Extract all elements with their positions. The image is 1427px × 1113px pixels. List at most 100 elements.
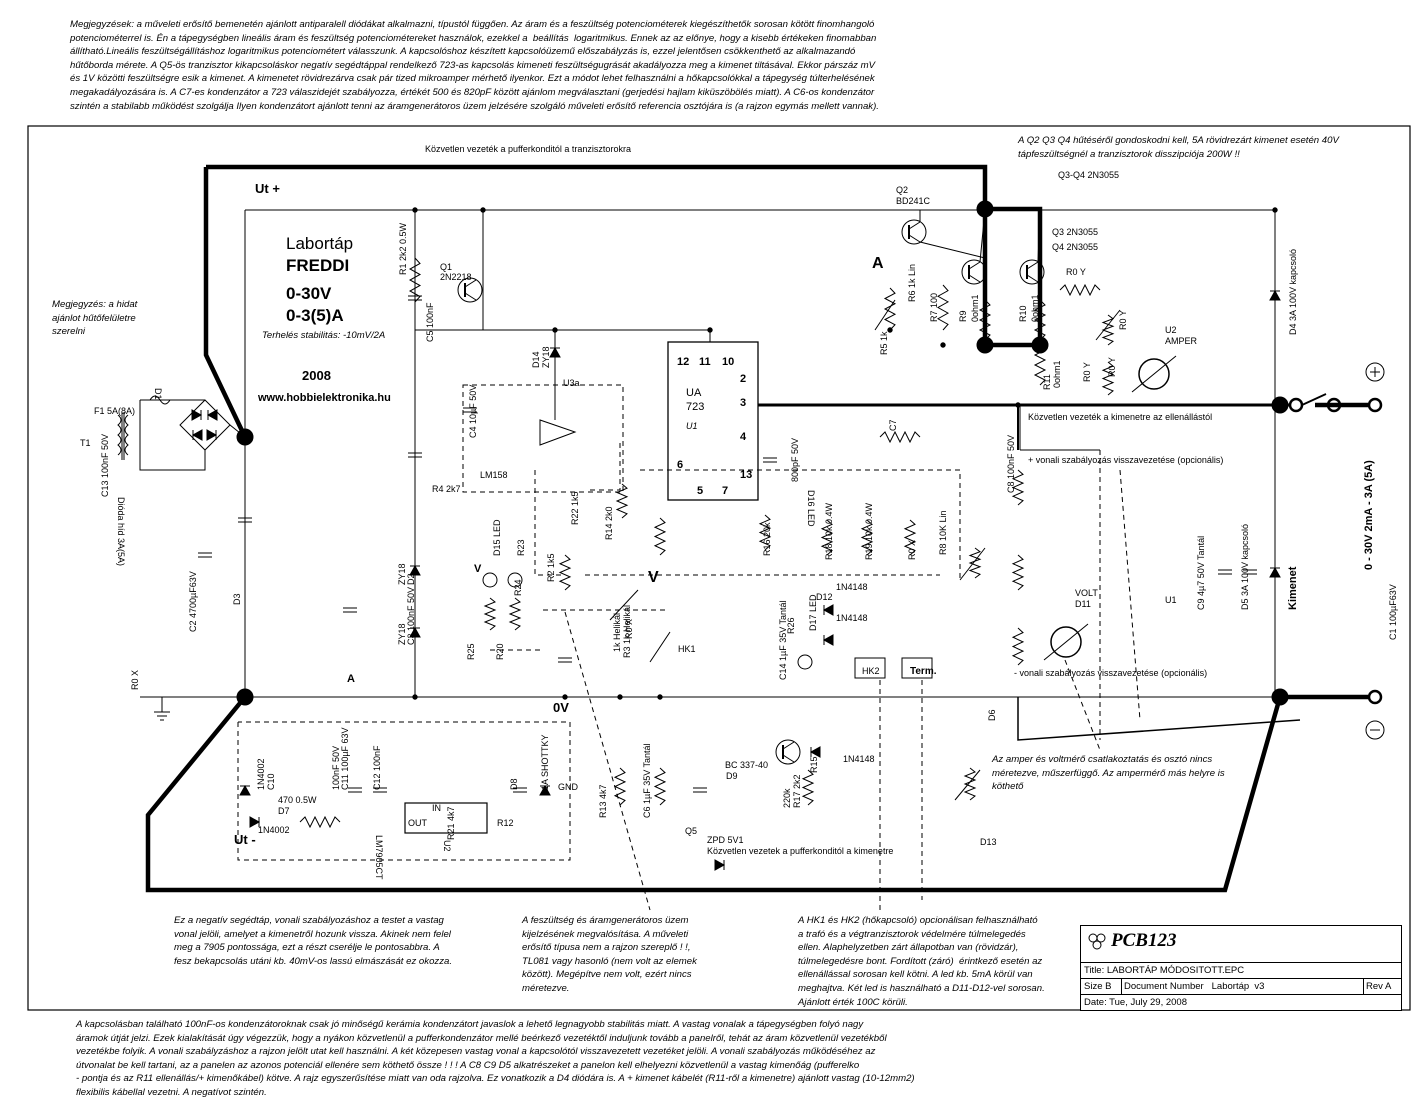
component-label: LM158 — [480, 470, 508, 480]
component-label: 11 — [699, 356, 711, 368]
resistor — [1101, 314, 1115, 346]
junction-dot — [412, 207, 418, 213]
component-label: R21 4k7 — [446, 806, 456, 840]
component-label: D5 3A 100V kapcsoló — [1240, 524, 1250, 610]
diode — [249, 816, 261, 828]
diode — [549, 346, 561, 358]
component-label: R16 20k — [762, 522, 772, 556]
year: 2008 — [302, 368, 331, 383]
component-label: D11 — [1075, 599, 1091, 609]
component-label: 10 — [722, 356, 734, 368]
component-label: Ut - — [234, 832, 256, 847]
component-label: C11 100µF 63V — [340, 727, 350, 790]
potentiometer — [959, 547, 986, 581]
q5-transistor — [775, 739, 801, 765]
opamp-note: A feszültség és áramgenerátoros üzem kij… — [522, 915, 697, 994]
component-label: D15 LED — [492, 519, 502, 556]
wire — [1301, 393, 1327, 406]
component-label: Q4 2N3055 — [1052, 242, 1098, 252]
component-label: 100nF 50V — [331, 746, 341, 790]
component-label: Kimenet — [1287, 566, 1299, 610]
tb-divider — [1081, 962, 1401, 963]
bottom-note: A kapcsolásban található 100nF-os konden… — [76, 1019, 915, 1098]
device-name-2: FREDDI — [286, 256, 350, 275]
dashed-wire — [564, 611, 651, 911]
component-label: R19 10k 0.4W — [864, 502, 874, 560]
component-label: R17 2k2 — [792, 774, 802, 808]
q4-transistor — [1026, 261, 1039, 270]
component-label: R8 10K Lin — [938, 510, 948, 555]
component-label: 0ohm1 — [1052, 360, 1062, 388]
resistor — [1033, 299, 1047, 341]
diode — [206, 409, 218, 421]
component-label: 1N4148 — [843, 754, 875, 764]
component-label: Közvetlen vezetek a pufferkonditól a kim… — [707, 846, 893, 856]
component-label: 0 - 30V 2mA - 3A (5A) — [1363, 460, 1375, 570]
component-label: 3 — [740, 397, 746, 409]
resistor — [968, 547, 982, 579]
tb-rev: Rev A — [1366, 981, 1392, 992]
component-label: R0 Y — [1118, 310, 1128, 330]
component-label: C6 1µF 35V Tantál — [642, 743, 652, 818]
diode — [239, 784, 251, 796]
logo-text: PCB123 — [1111, 930, 1177, 951]
component-label: 12 — [677, 356, 689, 368]
wire — [1017, 697, 1301, 741]
dashed-wire — [462, 384, 624, 493]
dashed-wire — [1119, 469, 1141, 721]
wire — [1037, 208, 1041, 263]
component-label: R0 Y — [1107, 357, 1117, 377]
dashed-wire — [590, 440, 621, 491]
diode — [539, 784, 551, 796]
resistor — [508, 597, 522, 631]
diode — [409, 564, 421, 576]
tb-document: Document Number Labortáp v3 — [1124, 981, 1265, 992]
component-label: HK2 — [862, 666, 880, 676]
tb-divider — [1081, 994, 1401, 995]
component-label: D13 — [980, 837, 997, 847]
component-label: 1N4002 — [258, 825, 290, 835]
component-label: R0 X — [907, 540, 917, 560]
resistor — [903, 519, 917, 556]
component-label: R12 — [497, 818, 514, 828]
potentiometer — [1095, 309, 1121, 341]
junction-dot — [562, 694, 568, 700]
led-d16 — [482, 572, 498, 588]
junction-dot — [1015, 402, 1021, 408]
component-label: HK1 — [678, 644, 696, 654]
component-label: R0 Y — [1066, 267, 1086, 277]
component-label: Q3-Q4 2N3055 — [1058, 170, 1119, 180]
ammeter — [1131, 355, 1177, 393]
junction-dot — [236, 688, 254, 706]
component-label: Term. — [910, 666, 937, 677]
component-label: R7 100 — [929, 293, 939, 322]
junction-dot — [1271, 396, 1289, 414]
resistor — [615, 483, 629, 519]
ammeter — [1138, 358, 1170, 390]
component-label: AMPER — [1165, 336, 1198, 346]
resistor — [1059, 283, 1101, 297]
tb-divider — [1081, 978, 1401, 979]
resistor — [963, 767, 977, 801]
diode — [809, 746, 821, 758]
junction-dot — [976, 200, 994, 218]
title-block: PCB123 Title: LABORTÁP MÓDOSITOTT.EPC Si… — [1080, 925, 1402, 1011]
component-label: Dióda híd 3A(5A) — [116, 497, 126, 566]
component-label: R5 1k — [879, 331, 889, 355]
wire — [145, 695, 1283, 893]
plus-symbol — [1365, 362, 1385, 382]
tb-size: Size B — [1084, 981, 1112, 992]
resistor — [653, 517, 667, 556]
diode — [1269, 566, 1281, 578]
hk2-switch — [901, 657, 933, 679]
q1-transistor — [457, 277, 483, 303]
junction-dot — [887, 327, 893, 333]
component-label: R4 2k7 — [432, 484, 461, 494]
q1-transistor — [464, 279, 477, 288]
component-label: R22 1k5 — [570, 491, 580, 525]
junction-dot — [412, 694, 418, 700]
q2-transistor — [908, 221, 921, 230]
diode — [822, 634, 834, 646]
component-label: R1 2k2 0.5W — [398, 222, 408, 275]
component-label: D12 — [816, 592, 833, 602]
